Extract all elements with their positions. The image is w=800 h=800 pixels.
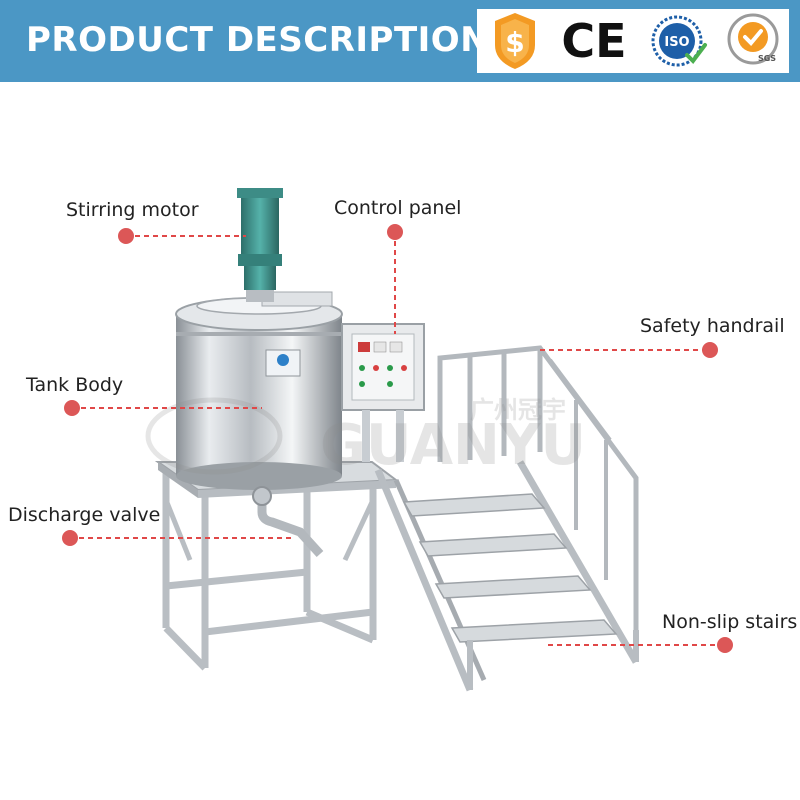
iso-badge-icon: ISO — [647, 9, 711, 73]
callout-dot-control-panel — [387, 224, 403, 240]
callout-label-discharge-valve: Discharge valve — [8, 504, 161, 526]
control-panel — [341, 323, 425, 462]
callout-label-non-slip-stairs: Non-slip stairs — [662, 611, 798, 633]
watermark-brand: GUANYU — [320, 413, 586, 478]
callout-dot-safety-handrail — [702, 342, 718, 358]
non-slip-stairs — [374, 460, 640, 692]
brand-watermark: GUANYU 广州冠宇 — [145, 396, 586, 478]
safety-handrail — [437, 345, 639, 630]
callout-leaders — [70, 232, 725, 646]
mixing-tank-illustration: GUANYU 广州冠宇 — [62, 188, 733, 692]
stirring-motor — [237, 188, 283, 302]
callout-label-tank-body: Tank Body — [26, 374, 124, 396]
callout-dots — [62, 224, 733, 653]
callout-label-stirring-motor: Stirring motor — [66, 199, 199, 221]
platform-frame — [162, 470, 377, 671]
discharge-valve — [252, 486, 324, 558]
ce-mark-text: CE — [561, 14, 626, 68]
sgs-badge-icon: SGS — [723, 9, 783, 73]
callout-label-control-panel: Control panel — [334, 197, 462, 219]
iso-badge-text: ISO — [664, 35, 689, 50]
ce-mark-icon: CE — [559, 9, 629, 73]
dollar-shield-icon: $ — [487, 9, 543, 73]
sgs-badge-text: SGS — [758, 54, 776, 63]
svg-text:$: $ — [505, 26, 524, 59]
callout-dot-discharge-valve — [62, 530, 78, 546]
callout-label-safety-handrail: Safety handrail — [640, 315, 785, 337]
callout-dot-non-slip-stairs — [717, 637, 733, 653]
page-title: PRODUCT DESCRIPTION — [26, 20, 490, 60]
callout-dot-tank-body — [64, 400, 80, 416]
watermark-chinese: 广州冠宇 — [470, 396, 566, 424]
callout-dot-stirring-motor — [118, 228, 134, 244]
certification-strip: $ CE ISO SGS — [477, 9, 789, 73]
